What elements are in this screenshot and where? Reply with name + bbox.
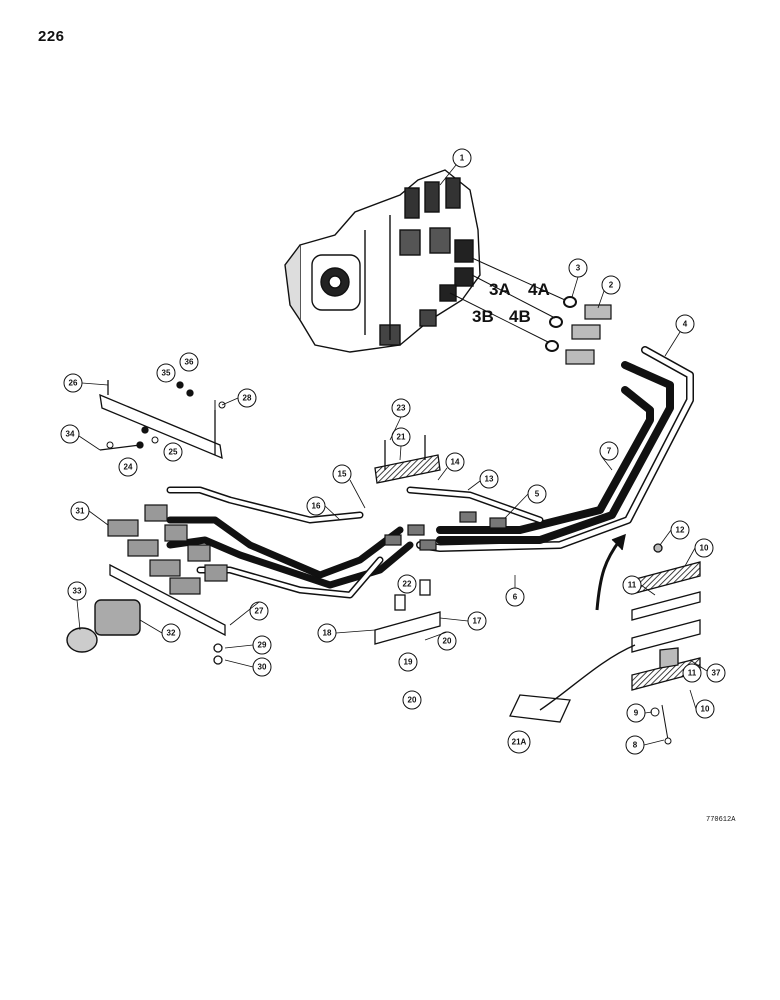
tube-bundle: [166, 346, 694, 599]
callout-11b: 11: [688, 669, 697, 678]
callout-27: 27: [255, 607, 264, 616]
callout-24-circle: [118, 457, 138, 477]
callout-30: 30: [258, 663, 267, 672]
callout-6: 6: [513, 593, 518, 602]
callout-32: 32: [167, 629, 176, 638]
callout-18: 18: [323, 629, 332, 638]
callout-37: 37: [712, 669, 721, 678]
callout-22: 22: [403, 580, 412, 589]
callout-12: 12: [676, 526, 685, 535]
callout-13-circle: [479, 469, 499, 489]
port-leaders: [449, 257, 566, 343]
callout-31: 31: [76, 507, 85, 516]
callout-36-circle: [179, 352, 199, 372]
callout-26: 26: [69, 379, 78, 388]
callout-21A-circle: [507, 730, 531, 754]
callout-35: 35: [162, 369, 171, 378]
page-number: 226: [38, 28, 65, 45]
callout-34-circle: [60, 424, 80, 444]
assembly-arrows: [539, 533, 636, 711]
hardware: [106, 400, 672, 745]
callout-15: 15: [338, 470, 347, 479]
port-label-3A: 3A: [489, 280, 511, 299]
callout-7: 7: [607, 447, 612, 456]
callout-20b-circle: [402, 690, 422, 710]
callout-9: 9: [634, 709, 639, 718]
callouts: 1 2 3 4 5 6 7 8 9 10 10 11 11 12 13 14 1…: [60, 148, 726, 755]
callout-leaders: [76, 164, 708, 746]
port-label-4A: 4A: [528, 280, 550, 299]
callout-14: 14: [451, 458, 460, 467]
callout-19-circle: [398, 652, 418, 672]
coupler-sleeve-cap: [66, 599, 141, 653]
bracket-assembly: [99, 380, 223, 460]
port-label-4B: 4B: [509, 307, 531, 326]
quick-couplers: [107, 504, 228, 595]
callout-13: 13: [485, 475, 494, 484]
callout-5: 5: [535, 490, 540, 499]
callout-21: 21: [397, 433, 406, 442]
callout-17: 17: [473, 617, 482, 626]
callout-29: 29: [258, 641, 267, 650]
callout-35-circle: [156, 363, 176, 383]
figure-code: 770612A: [706, 816, 736, 824]
callout-19: 19: [404, 658, 413, 667]
callout-20a: 20: [443, 637, 452, 646]
callout-14-circle: [445, 452, 465, 472]
callout-33: 33: [73, 587, 82, 596]
callout-7-circle: [599, 441, 619, 461]
coupler-plate: [109, 563, 226, 665]
o-rings: [545, 296, 577, 352]
callout-25-circle: [163, 442, 183, 462]
callout-25: 25: [169, 448, 178, 457]
callout-2-circle: [601, 275, 621, 295]
callout-20b: 20: [408, 696, 417, 705]
control-valve: [284, 169, 481, 353]
callout-28: 28: [243, 394, 252, 403]
callout-8: 8: [633, 741, 638, 750]
callout-11a: 11: [628, 581, 637, 590]
right-clamp: [631, 543, 701, 691]
callout-2: 2: [609, 281, 614, 290]
callout-24: 24: [124, 463, 133, 472]
port-labels: 3A 4A 3B 4B: [472, 280, 550, 326]
callout-36: 36: [185, 358, 194, 367]
callout-1-circle: [452, 148, 472, 168]
fittings: [565, 304, 612, 365]
center-clamp: [374, 435, 441, 645]
port-label-3B: 3B: [472, 307, 494, 326]
callout-3: 3: [576, 264, 581, 273]
callout-34: 34: [66, 430, 75, 439]
callout-23: 23: [397, 404, 406, 413]
callout-15-circle: [332, 464, 352, 484]
callout-10b: 10: [701, 705, 710, 714]
tube-fittings: [384, 511, 507, 551]
callout-11b-circle: [682, 663, 702, 683]
callout-37-circle: [706, 663, 726, 683]
callout-21A: 21A: [512, 738, 527, 747]
spacer-plate: [509, 694, 571, 723]
callout-16: 16: [312, 502, 321, 511]
callout-4: 4: [683, 320, 688, 329]
callout-22-circle: [397, 574, 417, 594]
callout-10a: 10: [700, 544, 709, 553]
callout-4-circle: [675, 314, 695, 334]
callout-1: 1: [460, 154, 465, 163]
